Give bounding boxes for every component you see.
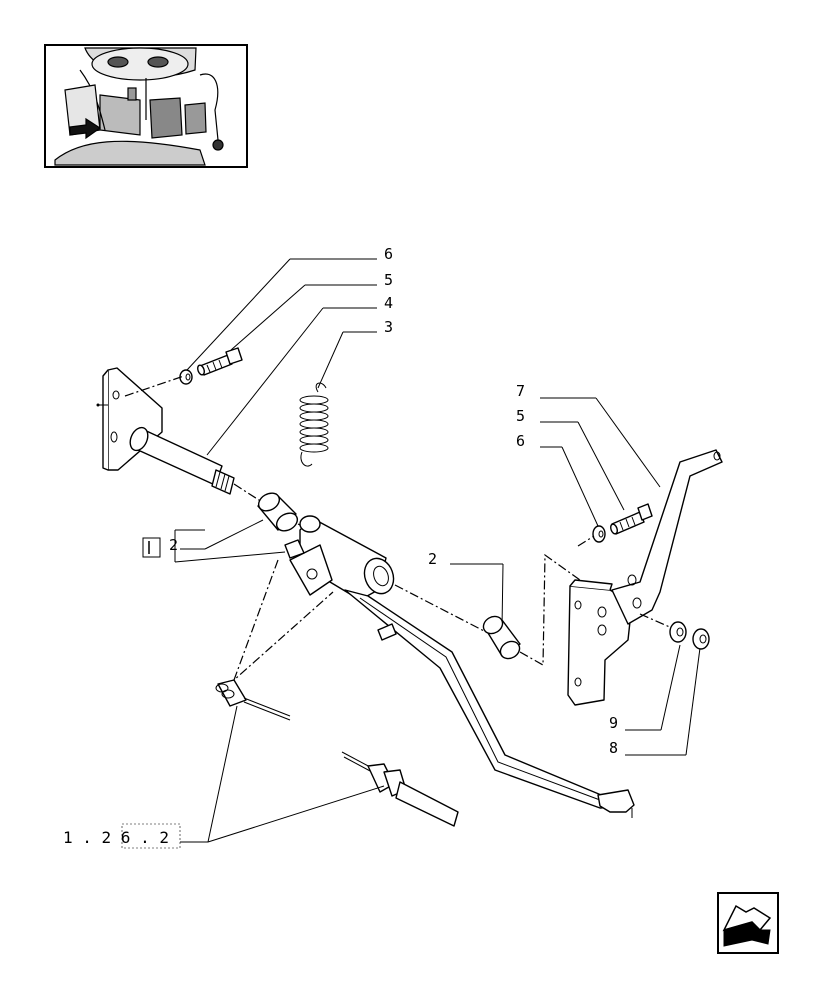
return-spring (299, 382, 329, 467)
location-thumbnail[interactable] (44, 44, 248, 168)
pivot-shaft (129, 426, 235, 495)
callout-5-right: 5 (516, 407, 525, 425)
cable-end-upper (215, 679, 291, 721)
callout-2-mid: 2 (428, 550, 437, 568)
bushing-right (482, 615, 521, 660)
callout-8: 8 (609, 739, 618, 757)
cable-end-lower (341, 751, 459, 827)
callout-7: 7 (516, 382, 525, 400)
bolt-top (197, 347, 243, 376)
callout-2-left: 2 (169, 536, 178, 554)
clutch-pedal (284, 515, 635, 818)
bolt-right (610, 503, 653, 535)
bushing-left (257, 492, 299, 532)
washer-9 (669, 621, 687, 643)
callout-5-top: 5 (384, 271, 393, 289)
reference-code[interactable]: 1 . 2 6 . 2 (63, 828, 169, 847)
reference-marker-box (142, 537, 161, 558)
callout-3: 3 (384, 318, 393, 336)
lever-arm (611, 449, 723, 625)
callout-6-top: 6 (384, 245, 393, 263)
washer-8 (692, 628, 710, 650)
back-arrow-icon[interactable] (717, 892, 779, 954)
callout-9: 9 (609, 714, 618, 732)
callout-6-right: 6 (516, 432, 525, 450)
pedal-support-bracket (96, 367, 163, 471)
washer-right (592, 525, 606, 543)
reference-highlight-box (121, 823, 181, 849)
callout-4: 4 (384, 294, 393, 312)
